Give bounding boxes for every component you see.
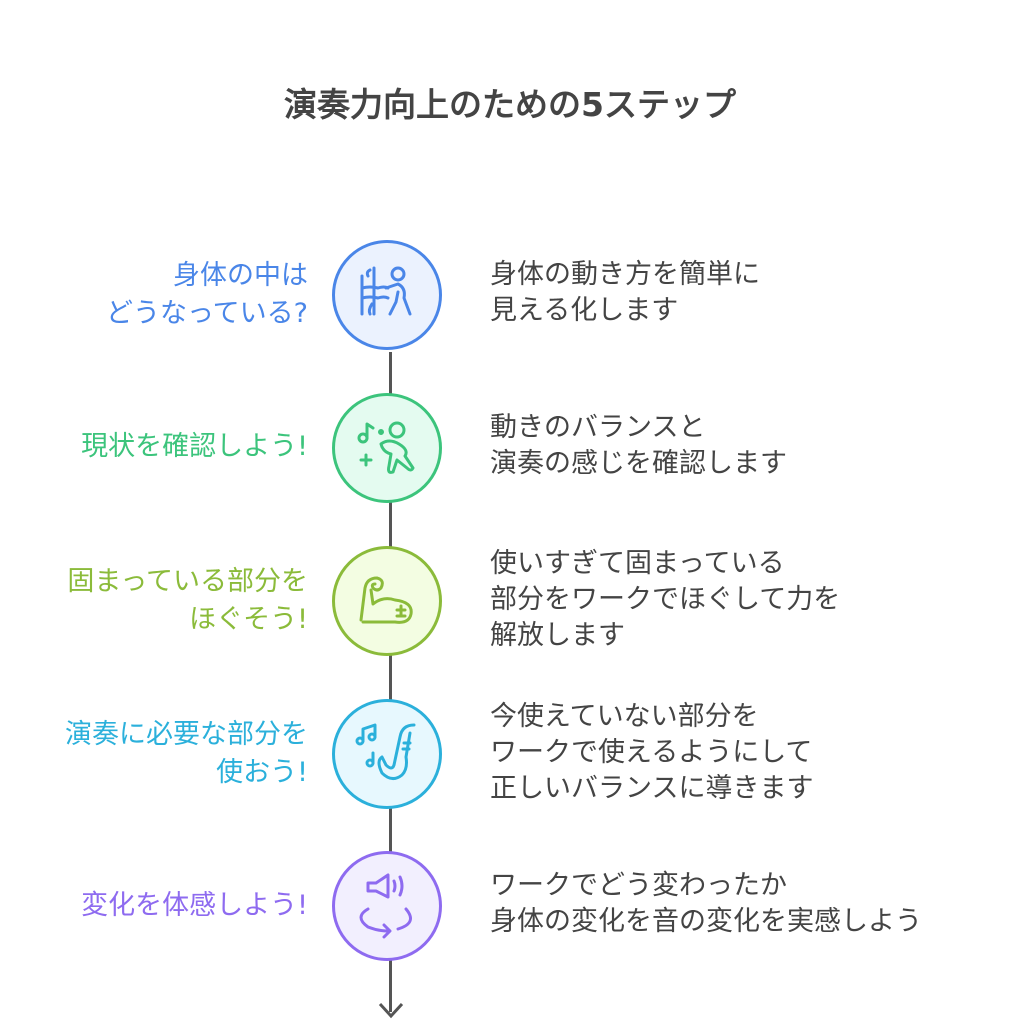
label-line: 身体の中は bbox=[173, 260, 308, 291]
step-circle bbox=[332, 546, 442, 656]
step-label: 演奏に必要な部分を 使おう! bbox=[0, 716, 308, 792]
desc-line: ワークで使えるようにして bbox=[490, 737, 813, 768]
body-anatomy-icon bbox=[360, 266, 412, 316]
step-description: 身体の動き方を簡単に 見える化します bbox=[490, 257, 760, 329]
step-circle bbox=[332, 240, 442, 350]
desc-line: 正しいバランスに導きます bbox=[490, 773, 814, 804]
speaker-rotate-icon bbox=[359, 873, 412, 939]
step-label: 身体の中は どうなっている? bbox=[0, 257, 308, 333]
dancing-person-music-icon bbox=[357, 421, 415, 474]
label-line: どうなっている? bbox=[106, 298, 308, 329]
step-5: 変化を体感しよう! ワークでどう変わったか 身体の変化を音の変化を実感しよう bbox=[0, 851, 1024, 967]
desc-line: 見える化します bbox=[490, 295, 679, 326]
step-label: 固まっている部分を ほぐそう! bbox=[0, 563, 308, 639]
desc-line: 動きのバランスと bbox=[490, 412, 706, 443]
step-circle bbox=[332, 699, 442, 809]
desc-line: ワークでどう変わったか bbox=[490, 870, 787, 901]
label-line: 変化を体感しよう! bbox=[81, 890, 308, 921]
desc-line: 身体の変化を音の変化を実感しよう bbox=[490, 906, 922, 937]
step-description: 動きのバランスと 演奏の感じを確認します bbox=[490, 410, 787, 482]
saxophone-music-icon bbox=[355, 723, 416, 780]
desc-line: 今使えていない部分を bbox=[490, 701, 759, 732]
step-2: 現状を確認しよう! 動きのバランスと 演奏の感じを確認します bbox=[0, 393, 1024, 509]
desc-line: 使いすぎて固まっている bbox=[490, 548, 785, 579]
step-description: 使いすぎて固まっている 部分をワークでほぐして力を 解放します bbox=[490, 546, 840, 654]
desc-line: 演奏の感じを確認します bbox=[490, 448, 787, 479]
desc-line: 部分をワークでほぐして力を bbox=[490, 584, 841, 615]
step-4: 演奏に必要な部分を 使おう! 今使えていない部分を ワークで使えるようにして 正… bbox=[0, 699, 1024, 815]
step-description: ワークでどう変わったか 身体の変化を音の変化を実感しよう bbox=[490, 868, 922, 940]
step-1: 身体の中は どうなっている? 身体の動き方を簡単に 見える化します bbox=[0, 240, 1024, 356]
step-description: 今使えていない部分を ワークで使えるようにして 正しいバランスに導きます bbox=[490, 699, 813, 807]
label-line: 演奏に必要な部分を bbox=[65, 719, 308, 750]
diagram-title: 演奏力向上のための5ステップ bbox=[284, 85, 736, 124]
label-line: 使おう! bbox=[216, 757, 308, 788]
label-line: ほぐそう! bbox=[189, 604, 308, 635]
step-3: 固まっている部分を ほぐそう! 使いすぎて固まっている 部分をワークでほぐして力… bbox=[0, 546, 1024, 662]
step-circle bbox=[332, 393, 442, 503]
step-label: 現状を確認しよう! bbox=[0, 428, 308, 466]
step-label: 変化を体感しよう! bbox=[0, 887, 308, 925]
flexed-arm-icon bbox=[359, 576, 413, 624]
step-circle bbox=[332, 851, 442, 961]
label-line: 現状を確認しよう! bbox=[81, 431, 308, 462]
desc-line: 身体の動き方を簡単に bbox=[490, 259, 760, 290]
label-line: 固まっている部分を bbox=[67, 566, 308, 597]
desc-line: 解放します bbox=[490, 620, 625, 651]
arrow-down-icon bbox=[378, 1002, 404, 1019]
timeline-line bbox=[389, 352, 392, 1012]
